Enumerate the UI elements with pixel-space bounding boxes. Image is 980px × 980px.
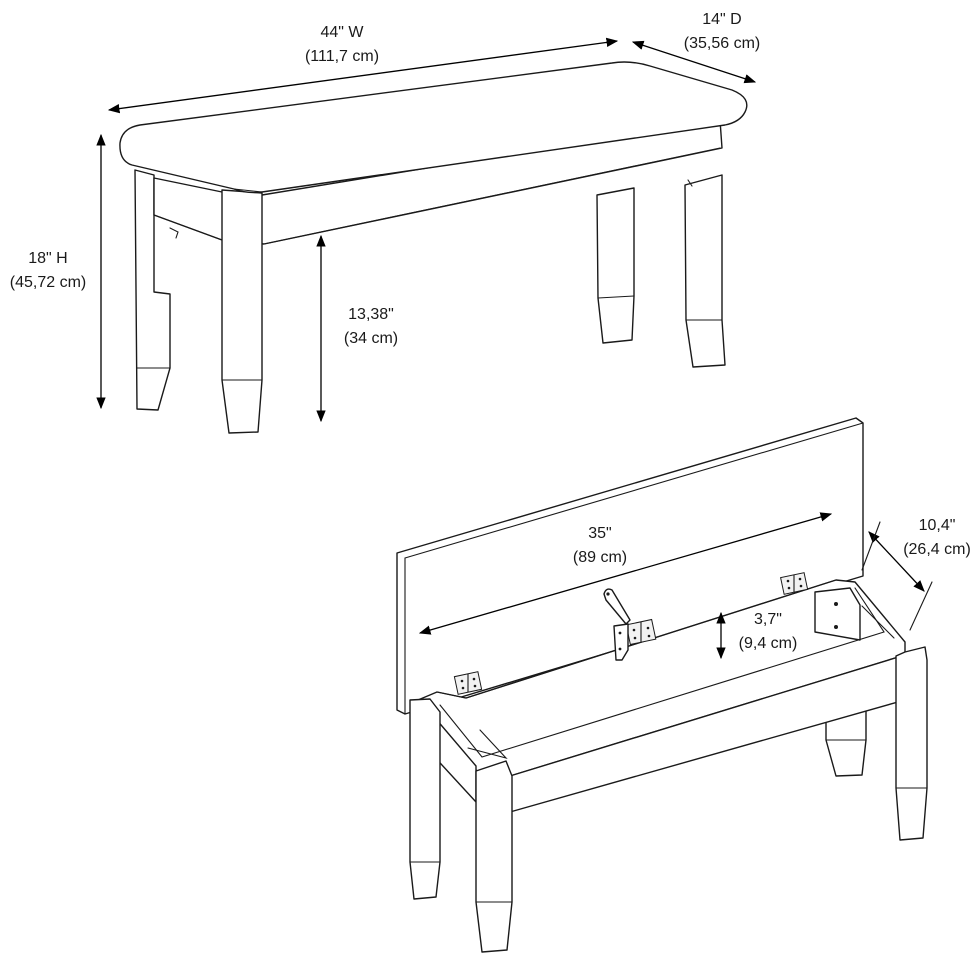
right-end-leg <box>684 174 726 368</box>
open-front-right-leg <box>895 646 928 841</box>
back-right-leg <box>596 187 635 344</box>
hinge-left <box>453 671 483 695</box>
inner-corner-block <box>814 587 861 641</box>
width-dimension-line <box>107 37 619 114</box>
height-metric-label: (45,72 cm) <box>10 274 86 291</box>
open-bench-drawing <box>396 417 928 953</box>
depth-dimension-line <box>631 40 757 84</box>
leg-clearance-imperial-label: 13,38" <box>348 306 394 323</box>
width-metric-label: (111,7 cm) <box>305 48 379 65</box>
depth-imperial-label: 14" D <box>702 11 741 28</box>
open-back-left-leg <box>409 698 441 900</box>
width-imperial-label: 44" W <box>320 24 364 41</box>
storage-width-metric-label: (89 cm) <box>573 549 627 566</box>
front-left-leg <box>221 189 263 434</box>
open-front-left-leg <box>475 760 513 953</box>
height-imperial-label: 18" H <box>28 250 67 267</box>
storage-width-imperial-label: 35" <box>588 525 611 542</box>
storage-depth-metric-label: (26,4 cm) <box>903 541 971 558</box>
depth-metric-label: (35,56 cm) <box>684 35 760 52</box>
storage-height-imperial-label: 3,7" <box>754 611 782 628</box>
closed-bench-drawing <box>119 61 748 434</box>
storage-height-metric-label: (9,4 cm) <box>739 635 798 652</box>
storage-depth-imperial-label: 10,4" <box>919 517 956 534</box>
leg-clearance-metric-label: (34 cm) <box>344 330 398 347</box>
storage-width-dimension-line <box>418 512 833 635</box>
storage-depth-dimension-line <box>868 531 925 592</box>
